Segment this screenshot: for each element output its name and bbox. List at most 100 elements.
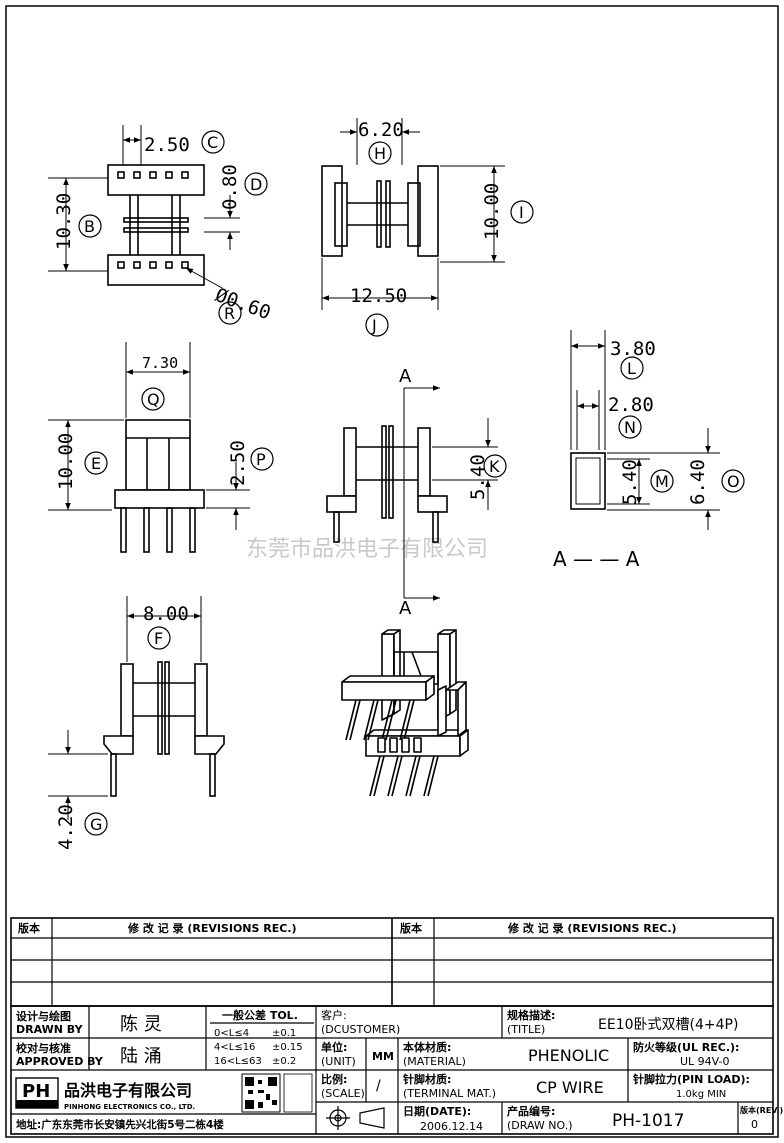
balloon-b: B (78, 214, 102, 238)
ul-value: UL 94V-0 (680, 1055, 730, 1068)
svg-text:H: H (374, 144, 386, 163)
svg-text:J: J (371, 316, 377, 335)
balloon-e: E (84, 451, 108, 475)
section-a-top: A (399, 366, 412, 387)
view-top-left (48, 125, 240, 289)
balloon-g: G (84, 812, 108, 836)
tol-value-2: ±0.2 (272, 1056, 296, 1067)
dim-c-value: 2.50 (144, 134, 190, 156)
svg-text:E: E (91, 454, 101, 473)
dim-r-value: Ø0.60 (212, 284, 273, 324)
dim-d-value: 0.80 (219, 164, 241, 210)
rev-col-version-left: 版本 (18, 921, 40, 935)
svg-text:O: O (727, 472, 740, 491)
scale-label-en: (SCALE) (321, 1087, 365, 1100)
balloon-c: C (201, 130, 225, 154)
svg-text:B: B (84, 217, 95, 236)
unit-label-cn: 单位: (321, 1040, 347, 1054)
view-top-middle (321, 118, 505, 310)
dim-i-value: 10.00 (481, 183, 503, 240)
dim-h-value: 6.20 (358, 119, 404, 141)
company-address: 地址:广东东莞市长安镇先兴北街5号二栋4楼 (16, 1118, 224, 1131)
drawing-border (5, 5, 779, 1138)
customer-label-en: (DCUSTOMER) (321, 1023, 400, 1036)
terminal-label-cn: 针脚材质: (403, 1072, 451, 1086)
svg-text:F: F (154, 629, 163, 648)
approver-label-en: APPROVED BY (16, 1055, 104, 1068)
projection-symbol-icon (326, 1106, 385, 1130)
qr-side-text (283, 1073, 313, 1113)
balloon-n: N (618, 415, 642, 439)
dim-g-value: 4.20 (55, 804, 77, 850)
terminal-value: CP WIRE (536, 1078, 604, 1097)
balloon-r: R (218, 301, 242, 325)
dim-n-value: 2.80 (608, 394, 654, 416)
tol-range-2: 16<L≤63 (214, 1056, 262, 1067)
drawno-label-en: (DRAW NO.) (507, 1119, 572, 1132)
svg-text:PH: PH (22, 1081, 50, 1102)
designer-label-cn: 设计与绘图 (16, 1009, 71, 1023)
tol-value-1: ±0.15 (272, 1042, 303, 1053)
rev-value: 0 (751, 1118, 758, 1131)
view-middle-left (48, 342, 250, 553)
title-block-grid (10, 1005, 774, 1135)
dim-e-value: 10.00 (55, 433, 77, 490)
dim-m-value: 5.40 (619, 459, 641, 505)
view-center (326, 385, 498, 601)
dim-p-value: 2.50 (227, 440, 249, 486)
rev-col-record-right: 修 改 记 录 (REVISIONS REC.) (507, 921, 677, 935)
dim-o-value: 6.40 (687, 459, 709, 505)
designer-label-en: DRAWN BY (16, 1023, 84, 1036)
unit-label-en: (UNIT) (321, 1055, 356, 1068)
unit-value: MM (372, 1050, 394, 1063)
dim-f-value: 8.00 (143, 603, 189, 625)
svg-text:D: D (250, 175, 262, 194)
dim-q-value: 7.30 (142, 354, 178, 372)
material-label-en: (MATERIAL) (403, 1055, 466, 1068)
tol-range-1: 4<L≤16 (214, 1042, 255, 1053)
svg-text:L: L (627, 359, 636, 378)
approver-name: 陆 涌 (120, 1046, 162, 1067)
pinload-label-cn: 针脚拉力(PIN LOAD): (633, 1072, 750, 1086)
svg-text:R: R (224, 304, 235, 323)
ul-label-cn: 防火等级(UL REC.): (633, 1040, 739, 1054)
section-label-aa: A — — A (553, 547, 640, 571)
balloon-p: P (250, 447, 274, 471)
view-isometric (341, 629, 469, 797)
pinload-value: 1.0kg MIN (676, 1089, 726, 1100)
balloon-j: J (365, 313, 389, 337)
watermark-text: 东莞市品洪电子有限公司 (246, 537, 488, 562)
balloon-m: M (650, 469, 674, 493)
dim-j-value: 12.50 (350, 285, 407, 307)
balloon-h: H (368, 141, 392, 165)
drawno-value: PH-1017 (612, 1111, 684, 1131)
company-logo: PH (15, 1077, 59, 1109)
tol-range-0: 0<L≤4 (214, 1028, 249, 1039)
material-value: PHENOLIC (528, 1046, 609, 1065)
revision-table (10, 917, 774, 1007)
rev-col-record-left: 修 改 记 录 (REVISIONS REC.) (127, 921, 297, 935)
date-value: 2006.12.14 (420, 1120, 483, 1133)
tolerance-title: 一般公差 TOL. (222, 1008, 298, 1022)
svg-text:G: G (90, 815, 102, 834)
date-label-cn: 日期(DATE): (403, 1104, 471, 1118)
company-name-en: PINHONG ELECTRONICS CO., LTD. (64, 1103, 195, 1111)
material-label-cn: 本体材质: (403, 1040, 451, 1054)
company-name: 品洪电子有限公司 (64, 1081, 192, 1100)
svg-text:C: C (207, 133, 218, 152)
scale-value: / (376, 1078, 381, 1094)
balloon-d: D (244, 172, 268, 196)
svg-text:P: P (256, 450, 266, 469)
dim-l-value: 3.80 (610, 338, 656, 360)
title-label-cn: 规格描述: (507, 1008, 555, 1022)
terminal-label-en: (TERMINAL MAT.) (403, 1087, 496, 1100)
approver-label-cn: 校对与核准 (16, 1041, 71, 1055)
tol-value-0: ±0.1 (272, 1028, 296, 1039)
view-section-aa (570, 330, 720, 530)
customer-label-cn: 客户: (321, 1008, 347, 1022)
svg-text:Q: Q (147, 390, 160, 409)
balloon-l: L (620, 356, 644, 380)
balloon-o: O (721, 469, 745, 493)
title-value: EE10卧式双槽(4+4P) (598, 1017, 738, 1033)
